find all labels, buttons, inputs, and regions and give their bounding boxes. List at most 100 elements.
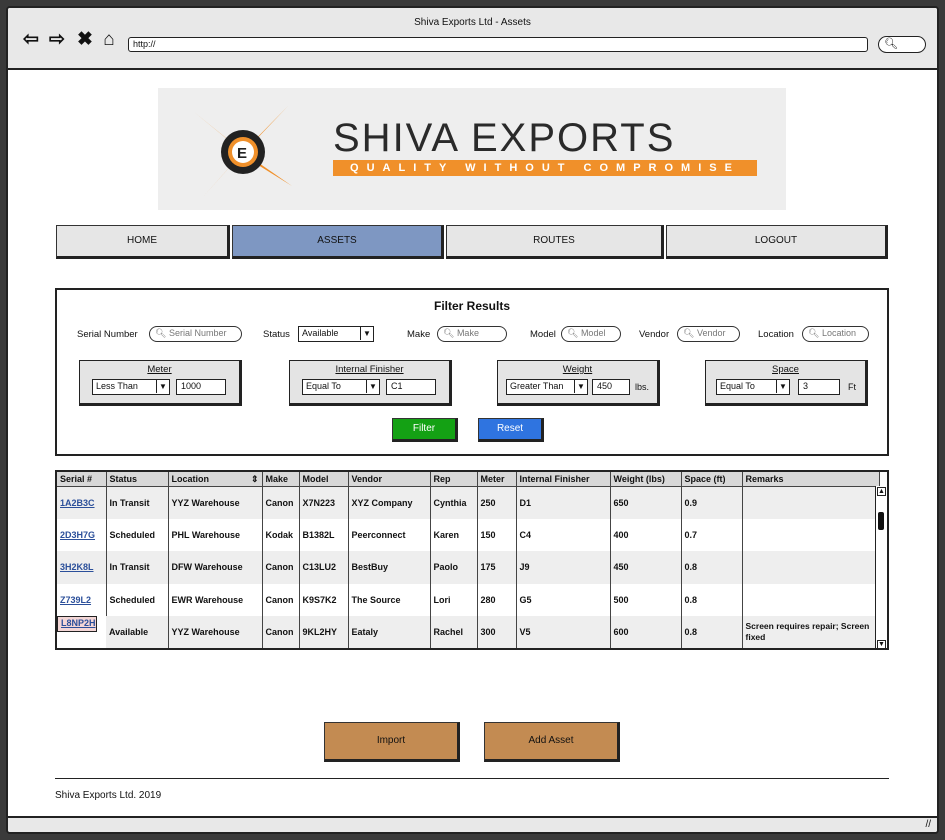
filter-panel: Filter Results Serial Number 🔍︎ Serial N…: [55, 288, 889, 456]
cell-make: Canon: [262, 583, 300, 616]
cell-model: X7N223: [299, 486, 349, 519]
cell-rep: Rachel: [430, 616, 478, 648]
col-vendor[interactable]: Vendor: [348, 472, 431, 487]
weight-value-input[interactable]: 450: [592, 379, 630, 395]
chevron-down-icon: ▼: [574, 380, 587, 393]
space-unit: Ft: [848, 382, 856, 392]
col-weight[interactable]: Weight (lbs): [610, 472, 682, 487]
cell-finisher: G5: [516, 583, 611, 616]
reset-button[interactable]: Reset: [478, 418, 544, 442]
finisher-value-input[interactable]: C1: [386, 379, 436, 395]
table-row[interactable]: Z739L2 Scheduled EWR Warehouse Canon K9S…: [57, 583, 880, 616]
col-model[interactable]: Model: [299, 472, 349, 487]
table-row[interactable]: 2D3H7G Scheduled PHL Warehouse Kodak B13…: [57, 518, 880, 551]
scroll-down-icon[interactable]: ▼: [877, 640, 886, 648]
col-location[interactable]: Location ⇕: [168, 472, 263, 487]
col-space[interactable]: Space (ft): [681, 472, 743, 487]
page-content: E SHIVA EXPORTS QUALITY WITHOUT COMPROMI…: [8, 70, 937, 816]
cell-space: 0.8: [681, 551, 743, 584]
cell-make: Canon: [262, 486, 300, 519]
filter-button[interactable]: Filter: [392, 418, 458, 442]
cell-meter: 280: [477, 583, 517, 616]
col-rep[interactable]: Rep: [430, 472, 478, 487]
serial-link[interactable]: Z739L2: [57, 583, 107, 616]
cell-space: 0.8: [681, 583, 743, 616]
col-status[interactable]: Status: [106, 472, 169, 487]
serial-number-placeholder: Serial Number: [168, 328, 227, 338]
cell-weight: 500: [610, 583, 682, 616]
col-remarks[interactable]: Remarks: [742, 472, 880, 487]
cell-status: In Transit: [106, 551, 169, 584]
space-value-input[interactable]: 3: [798, 379, 840, 395]
serial-link[interactable]: 1A2B3C: [57, 486, 107, 519]
browser-statusbar: //: [8, 816, 937, 832]
col-serial[interactable]: Serial #: [57, 472, 107, 487]
cell-location: YYZ Warehouse: [168, 486, 263, 519]
table-row[interactable]: 1A2B3C In Transit YYZ Warehouse Canon X7…: [57, 486, 880, 519]
cell-remarks: [742, 583, 880, 616]
cell-meter: 175: [477, 551, 517, 584]
back-icon[interactable]: ⇦: [23, 29, 39, 50]
meter-value-input[interactable]: 1000: [176, 379, 226, 395]
vendor-input[interactable]: 🔍︎ Vendor: [677, 326, 740, 342]
table-row[interactable]: 3H2K8L In Transit DFW Warehouse Canon C1…: [57, 551, 880, 584]
sort-icon: ⇕: [250, 473, 259, 484]
scroll-up-icon[interactable]: ▲: [877, 487, 886, 496]
home-icon[interactable]: ⌂: [103, 29, 115, 50]
cell-location: DFW Warehouse: [168, 551, 263, 584]
cell-remarks: [742, 486, 880, 519]
meter-op-select[interactable]: Less Than▼: [92, 379, 170, 395]
forward-icon[interactable]: ⇨: [49, 29, 65, 50]
nav-assets[interactable]: ASSETS: [232, 225, 444, 259]
cell-make: Canon: [262, 551, 300, 584]
brand-tagline: QUALITY WITHOUT COMPROMISE: [333, 160, 757, 176]
location-input[interactable]: 🔍︎ Location: [802, 326, 869, 342]
weight-op-select[interactable]: Greater Than▼: [506, 379, 588, 395]
meter-group: Meter Less Than▼ 1000: [79, 360, 242, 406]
main-nav: HOME ASSETS ROUTES LOGOUT: [56, 225, 888, 259]
model-input[interactable]: 🔍︎ Model: [561, 326, 621, 342]
logo-banner: E SHIVA EXPORTS QUALITY WITHOUT COMPROMI…: [158, 88, 786, 210]
chevron-down-icon: ▼: [366, 380, 379, 393]
svg-text:E: E: [237, 145, 247, 162]
status-label: Status: [263, 329, 290, 340]
serial-link[interactable]: L8NP2H: [57, 616, 97, 632]
finisher-op-select[interactable]: Equal To▼: [302, 379, 380, 395]
col-make[interactable]: Make: [262, 472, 300, 487]
address-bar[interactable]: http://: [128, 37, 868, 52]
chevron-down-icon: ▼: [776, 380, 789, 393]
cell-space: 0.8: [681, 616, 743, 648]
compass-logo-icon: E: [194, 106, 292, 198]
serial-number-label: Serial Number: [77, 329, 138, 340]
serial-link[interactable]: 2D3H7G: [57, 518, 107, 551]
table-row[interactable]: L8NP2H Available YYZ Warehouse Canon 9KL…: [57, 616, 880, 648]
serial-number-input[interactable]: 🔍︎ Serial Number: [149, 326, 242, 342]
assets-table: Serial # Status Location ⇕ Make Model Ven…: [55, 470, 889, 650]
cell-vendor: XYZ Company: [348, 486, 431, 519]
table-scrollbar[interactable]: ▲ ▼: [875, 486, 887, 648]
add-asset-button[interactable]: Add Asset: [484, 722, 620, 762]
col-location-label: Location: [171, 473, 210, 484]
meter-op-value: Less Than: [96, 381, 138, 391]
internal-finisher-group: Internal Finisher Equal To▼ C1: [289, 360, 452, 406]
cell-model: 9KL2HY: [299, 616, 349, 648]
serial-link[interactable]: 3H2K8L: [57, 551, 107, 584]
close-icon[interactable]: ✖: [77, 29, 93, 50]
status-select[interactable]: Available▼: [298, 326, 374, 342]
cell-location: EWR Warehouse: [168, 583, 263, 616]
weight-group: Weight Greater Than▼ 450 lbs.: [497, 360, 660, 406]
col-meter[interactable]: Meter: [477, 472, 517, 487]
nav-home[interactable]: HOME: [56, 225, 230, 259]
search-icon: 🔍︎: [884, 38, 898, 50]
model-label: Model: [530, 329, 556, 340]
nav-routes[interactable]: ROUTES: [446, 225, 664, 259]
import-button[interactable]: Import: [324, 722, 460, 762]
nav-logout[interactable]: LOGOUT: [666, 225, 888, 259]
cell-vendor: The Source: [348, 583, 431, 616]
col-internal-finisher[interactable]: Internal Finisher: [516, 472, 611, 487]
browser-search-field[interactable]: 🔍︎: [878, 36, 926, 53]
resize-grip-icon[interactable]: //: [925, 819, 931, 830]
scroll-thumb[interactable]: [878, 512, 884, 530]
make-input[interactable]: 🔍︎ Make: [437, 326, 507, 342]
space-op-select[interactable]: Equal To▼: [716, 379, 790, 395]
